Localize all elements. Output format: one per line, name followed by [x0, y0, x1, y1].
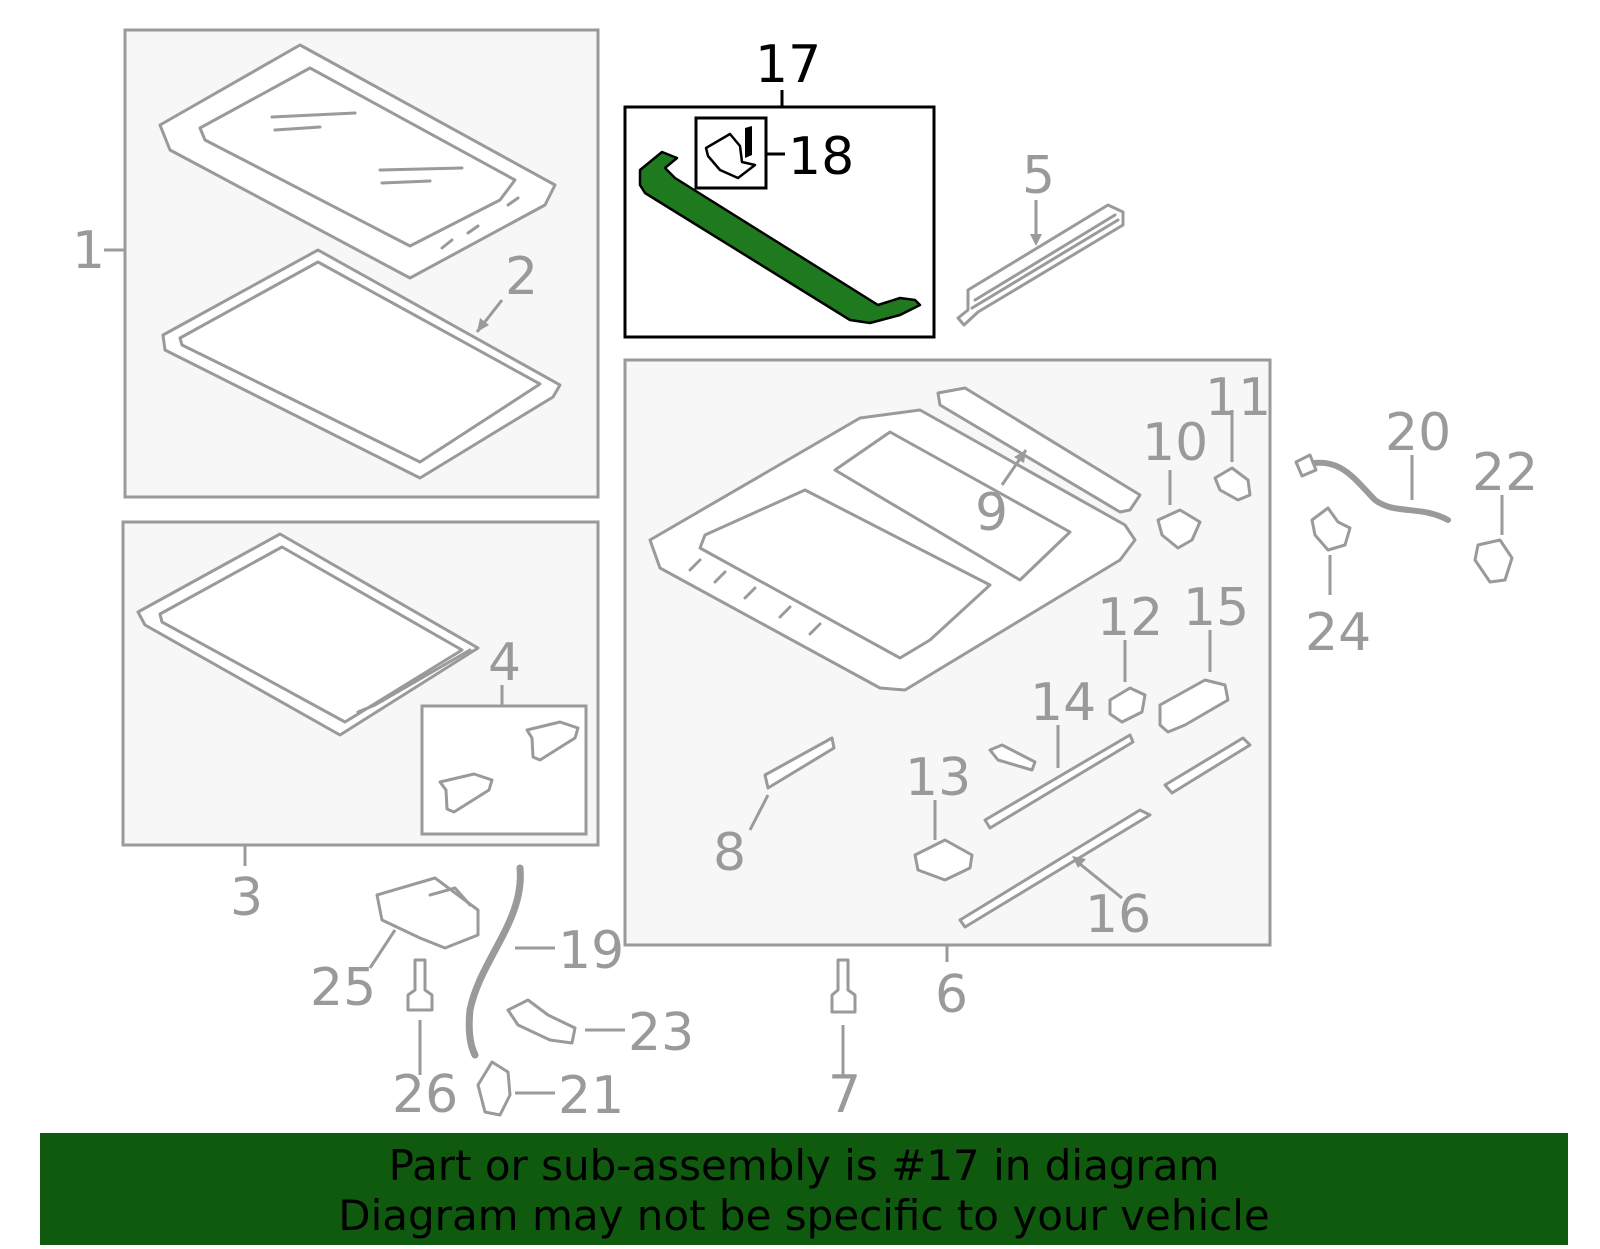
banner-line-2: Diagram may not be specific to your vehi…: [338, 1191, 1270, 1240]
bracket-23: [506, 998, 577, 1045]
callout-6: 6: [935, 965, 968, 1025]
roof-frame: [648, 408, 1137, 692]
callout-7: 7: [828, 1065, 861, 1125]
glass-panel: [158, 43, 557, 280]
slider-13: [913, 838, 974, 882]
callout-8: 8: [713, 823, 746, 883]
group-bottom-parts: 25 26 19 23 21 7: [310, 864, 861, 1126]
callout-2: 2: [505, 247, 538, 307]
banner-line-1: Part or sub-assembly is #17 in diagram: [388, 1141, 1220, 1190]
callout-10: 10: [1142, 413, 1208, 473]
cable-16: [958, 808, 1152, 929]
grommet-22: [1473, 538, 1514, 584]
callout-26: 26: [392, 1065, 458, 1125]
callout-20: 20: [1385, 403, 1451, 463]
rear-rail: [936, 386, 1142, 514]
callout-11: 11: [1205, 368, 1271, 428]
side-rail: [1163, 736, 1252, 795]
callout-1: 1: [72, 221, 105, 281]
callout-4: 4: [488, 633, 521, 693]
clip-24: [1310, 506, 1352, 552]
callout-9: 9: [975, 483, 1008, 543]
bolt-14: [988, 743, 1037, 772]
clip-part-18: [704, 132, 757, 180]
callout-14: 14: [1030, 673, 1096, 733]
strip-8: [763, 736, 836, 790]
callout-3: 3: [230, 868, 263, 928]
callout-15: 15: [1183, 578, 1249, 638]
group-box-3: 3 4: [121, 520, 600, 928]
callout-24: 24: [1305, 603, 1371, 663]
drain-hose-20: [1302, 459, 1451, 523]
callout-23: 23: [628, 1003, 694, 1063]
motor-25: [375, 876, 480, 950]
bracket-10: [1156, 508, 1202, 550]
info-banner: Part or sub-assembly is #17 in diagram D…: [40, 1133, 1568, 1245]
group-box-17: 17 18: [623, 35, 936, 339]
block-12: [1108, 686, 1147, 724]
callout-12: 12: [1097, 588, 1163, 648]
arm-14: [983, 733, 1135, 830]
highlighted-part-17: [638, 150, 922, 325]
bolt-7: [830, 958, 857, 1014]
callout-18: 18: [788, 127, 854, 187]
hose-end-20: [1294, 453, 1318, 478]
link-15: [1158, 678, 1230, 734]
callout-21: 21: [558, 1066, 624, 1126]
callout-17: 17: [755, 35, 821, 95]
callout-25: 25: [310, 958, 376, 1018]
drain-hose-19: [465, 864, 524, 1059]
callout-13: 13: [905, 748, 971, 808]
callout-5: 5: [1022, 146, 1055, 206]
group-box-1: 1 2: [72, 28, 600, 499]
sunshade-clip-a: [525, 720, 580, 762]
bolt-26: [406, 958, 434, 1012]
group-right-parts: 20 22 24: [1294, 403, 1538, 663]
bracket-11: [1213, 466, 1252, 502]
callout-19: 19: [558, 921, 624, 981]
sunshade: [136, 532, 480, 737]
group-part-5: 5: [956, 146, 1125, 327]
callout-22: 22: [1472, 443, 1538, 503]
callout-16: 16: [1085, 885, 1151, 945]
group-box-6: 6 8 9 10 11 12 13 14 15 16: [623, 358, 1272, 1025]
grommet-21: [476, 1060, 512, 1117]
glass-seal: [161, 248, 562, 480]
sunshade-clip-b: [438, 772, 494, 814]
